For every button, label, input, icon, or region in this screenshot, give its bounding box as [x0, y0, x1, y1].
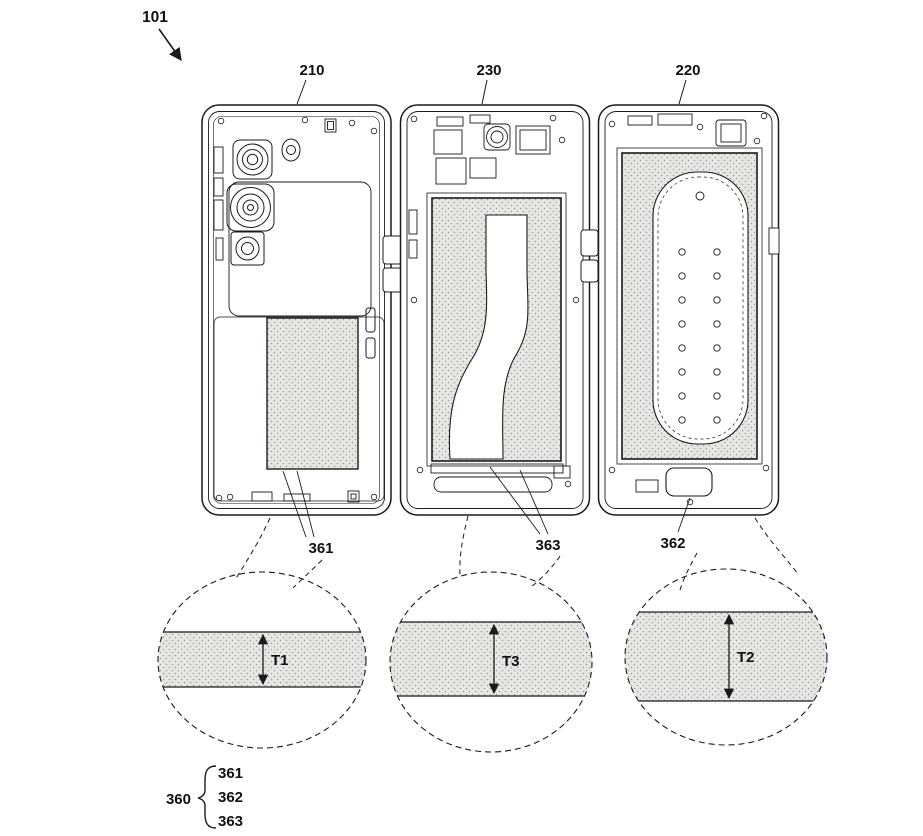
- t3-label: T3: [502, 653, 520, 670]
- panel-220-label: 220: [675, 62, 700, 79]
- mid-frame-region: [228, 181, 372, 317]
- capsule-dots: [678, 248, 721, 424]
- callout-361-label: 361: [308, 540, 333, 557]
- top-components: [433, 114, 551, 185]
- panel-210-leader: [296, 79, 307, 105]
- panel-left-210: [201, 104, 392, 516]
- small-parts: [251, 118, 360, 503]
- callout-362: 362: [660, 497, 691, 552]
- callout-363-label: 363: [535, 537, 560, 554]
- legend-item-361: 361: [218, 765, 243, 782]
- legend-360: 360 361 362 363: [166, 765, 243, 830]
- side-buttons-right: [365, 307, 376, 359]
- battery-frame: [616, 147, 763, 465]
- screws: [608, 112, 770, 506]
- battery-capsule-inner: [657, 176, 744, 440]
- detail-circle-t2: T2: [624, 568, 828, 746]
- side-components: [408, 209, 418, 259]
- flex-ribbon: [448, 214, 529, 460]
- screws: [215, 116, 378, 502]
- top-components: [627, 113, 747, 147]
- detail-circle-t1: T1: [157, 571, 367, 749]
- t1-label: T1: [271, 652, 289, 669]
- screws: [410, 114, 580, 488]
- legend-item-363: 363: [218, 813, 243, 830]
- ref-101-arrow: [158, 28, 182, 62]
- battery-capsule: [652, 171, 749, 445]
- bottom-components: [635, 467, 713, 497]
- capsule-vent: [695, 191, 705, 201]
- hinge-middle-right: [580, 229, 599, 283]
- display-frame: [426, 192, 567, 467]
- callout-361: 361: [282, 470, 334, 557]
- legend-brace: [197, 765, 217, 829]
- side-components-left: [213, 146, 224, 261]
- camera-cluster: [226, 138, 301, 266]
- t2-label: T2: [737, 649, 755, 666]
- legend-item-362: 362: [218, 789, 243, 806]
- hinge-left-middle: [382, 235, 404, 293]
- side-tab: [768, 227, 780, 255]
- panel-210-label: 210: [299, 62, 324, 79]
- panel-220-leader: [678, 79, 687, 105]
- ref-101-label: 101: [142, 9, 168, 26]
- callout-362-label: 362: [660, 535, 685, 552]
- dashed-leaders: [234, 515, 799, 591]
- adhesive-area-361: [266, 317, 359, 470]
- panel-230-label: 230: [476, 62, 501, 79]
- panel-right-220: [597, 104, 780, 516]
- callout-363: 363: [489, 466, 561, 554]
- bottom-components: [430, 463, 571, 493]
- panel-middle-230: [399, 104, 591, 516]
- legend-group-label: 360: [166, 791, 191, 808]
- panel-230-leader: [481, 79, 488, 105]
- detail-circle-t3: T3: [389, 571, 593, 753]
